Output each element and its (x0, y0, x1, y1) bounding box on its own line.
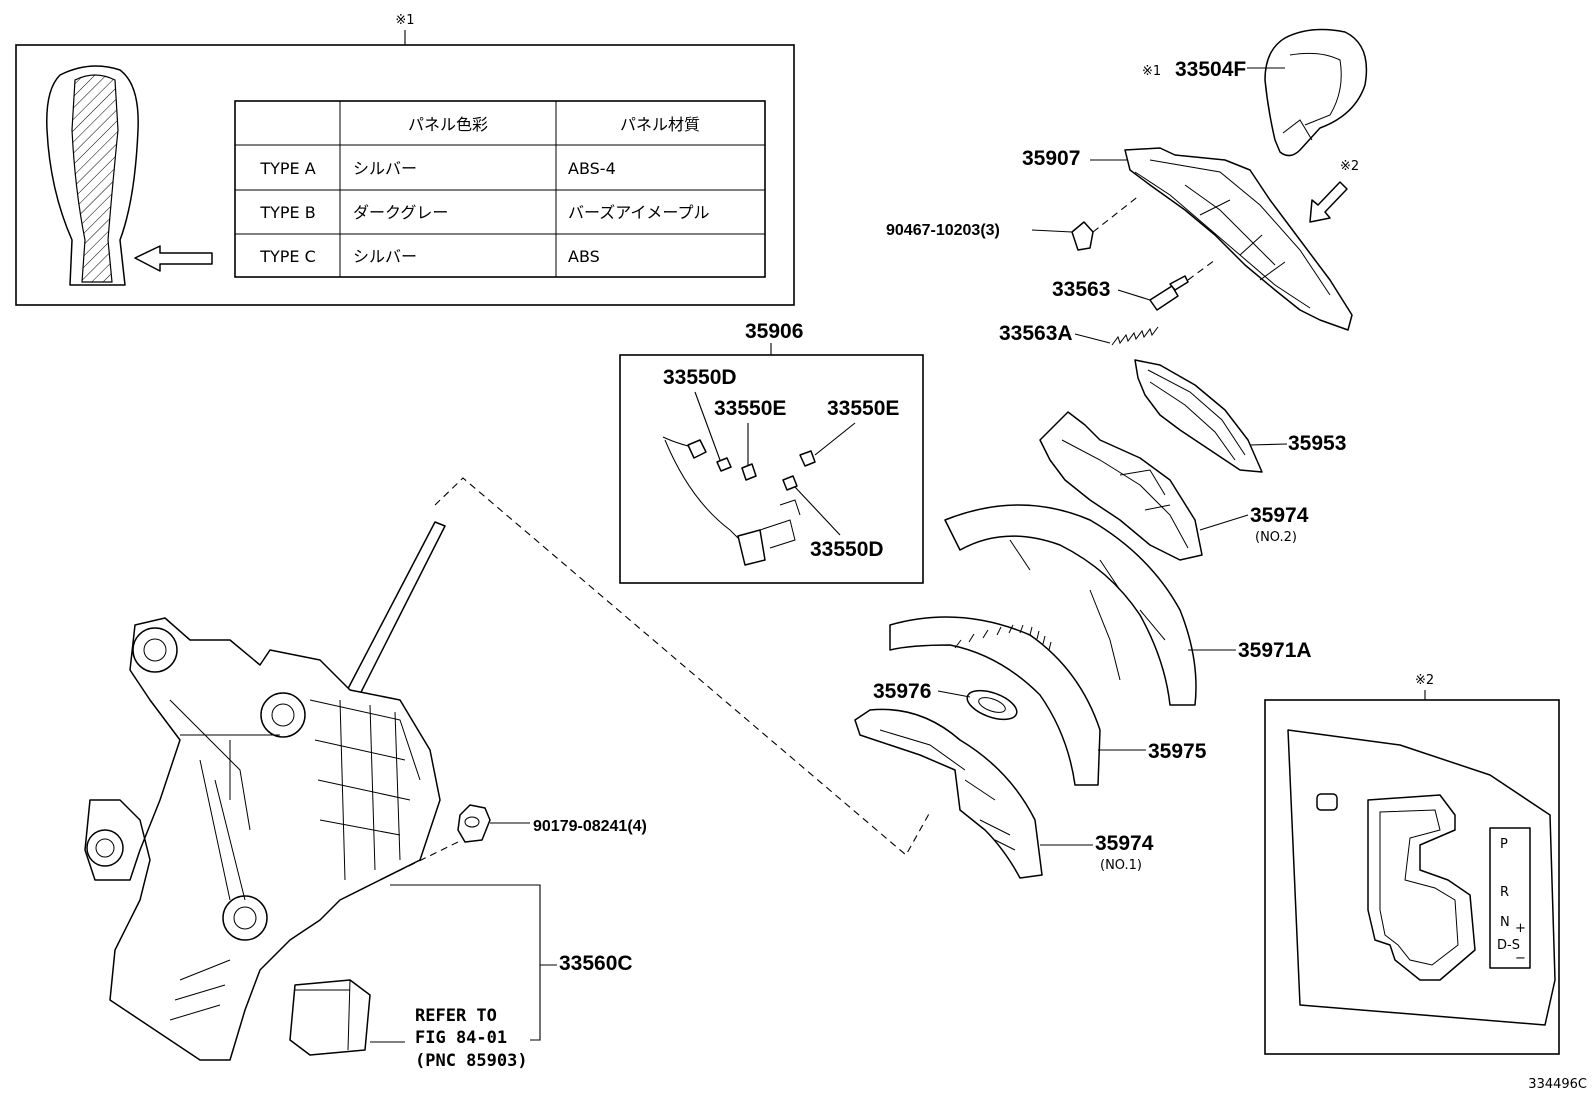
part-35953[interactable]: 35953 (1134, 359, 1346, 473)
label-33550D-a: 33550D (663, 366, 737, 389)
part-35971A[interactable]: 35971A (944, 504, 1312, 706)
inset-gate-panel: ※2 P R N D-S + − (1264, 673, 1560, 1055)
part-33550E-a[interactable]: 33550E (714, 397, 786, 481)
table-cell-color: シルバー (353, 159, 417, 178)
table-cell-material: バーズアイメープル (568, 203, 709, 222)
gate-p: P (1500, 837, 1508, 852)
inset-35906: 35906 33550D 33550E 33550E 33550D (619, 320, 924, 584)
assembly-guide-line (434, 477, 931, 856)
gate-ds: D-S (1497, 938, 1520, 953)
label-35906: 35906 (745, 320, 803, 343)
inset-box-2 (1264, 699, 1560, 1055)
inset-note-1: ※1 (395, 13, 414, 28)
label-35953: 35953 (1288, 432, 1346, 455)
label-33563: 33563 (1052, 278, 1110, 301)
label-35974-no2: 35974 (1250, 504, 1309, 527)
table-header-material: パネル材質 (620, 115, 700, 134)
refer-line-1: REFER TO (415, 1006, 497, 1026)
table-cell-color: シルバー (353, 247, 417, 266)
label-90179: 90179-08241(4) (533, 818, 647, 835)
table-header-color: パネル色彩 (408, 115, 488, 134)
part-35907[interactable]: 35907 (1022, 147, 1353, 331)
label-35975: 35975 (1148, 740, 1207, 763)
arrow-note: ※2 (1340, 159, 1359, 174)
part-33504F[interactable]: ※1 33504F (1142, 28, 1368, 157)
label-33550D-b: 33550D (810, 538, 884, 561)
inset-box-35906 (619, 354, 924, 584)
part-35975[interactable]: 35975 (889, 616, 1207, 786)
table-cell-type: TYPE C (259, 247, 316, 266)
inset-box-1 (15, 44, 795, 306)
label-33550E-b: 33550E (827, 397, 899, 420)
knob-note: ※1 (1142, 64, 1161, 79)
panel-button[interactable] (1316, 793, 1338, 811)
inset-note-2: ※2 (1415, 673, 1434, 688)
gate-plus: + (1515, 921, 1526, 936)
refer-line-3: (PNC 85903) (415, 1051, 528, 1071)
part-35976[interactable]: 35976 (873, 680, 1021, 725)
part-90467-10203[interactable]: 90467-10203(3) (886, 194, 1141, 251)
label-90467: 90467-10203(3) (886, 222, 1000, 239)
part-33563[interactable]: 33563 (1052, 259, 1216, 311)
table-cell-type: TYPE B (259, 203, 315, 222)
shift-lock-module[interactable] (289, 979, 405, 1056)
arrow-left-icon (134, 245, 213, 272)
shift-gate (1367, 794, 1476, 981)
view-arrow-icon (1309, 181, 1348, 223)
part-33550D-a[interactable]: 33550D (663, 366, 737, 472)
refer-line-2: FIG 84-01 (415, 1028, 507, 1048)
label-35974-no1: 35974 (1095, 832, 1154, 855)
part-90179-08241[interactable]: 90179-08241(4) (379, 804, 647, 881)
gate-r: R (1500, 885, 1509, 900)
table-cell-material: ABS (568, 247, 600, 266)
part-33550E-b[interactable]: 33550E (799, 397, 899, 467)
knob-panel-illustration (46, 65, 139, 286)
table-cell-color: ダークグレー (353, 203, 448, 222)
part-33560C[interactable]: 33560C (84, 521, 633, 1061)
label-35971A: 35971A (1238, 639, 1312, 662)
panel-type-table: パネル色彩 パネル材質 TYPE A シルバー ABS-4 TYPE B ダーク… (234, 100, 766, 278)
gate-minus: − (1515, 951, 1526, 966)
label-33504F: 33504F (1175, 58, 1246, 81)
part-35974-no1[interactable]: 35974 (NO.1) (854, 708, 1154, 879)
position-indicator (1489, 827, 1531, 969)
label-33563A: 33563A (999, 322, 1073, 345)
wire-harness[interactable] (662, 436, 801, 566)
label-33550E-a: 33550E (714, 397, 786, 420)
diagram-id: 334496C (1528, 1077, 1587, 1092)
label-33560C: 33560C (559, 952, 633, 975)
gate-n: N (1500, 915, 1510, 930)
table-cell-material: ABS-4 (568, 159, 616, 178)
table-cell-type: TYPE A (259, 159, 315, 178)
label-35907: 35907 (1022, 147, 1080, 170)
part-35974-no2[interactable]: 35974 (NO.2) (1039, 411, 1309, 561)
part-33550D-b[interactable]: 33550D (782, 475, 884, 561)
label-35976: 35976 (873, 680, 931, 703)
part-33563A[interactable]: 33563A (999, 322, 1159, 346)
label-35974-no2-sub: (NO.2) (1255, 530, 1297, 545)
label-35974-no1-sub: (NO.1) (1100, 858, 1142, 873)
inset-knob-types: ※1 パネル色彩 パネル材質 TYPE A シルバー ABS-4 TYPE B … (15, 13, 795, 306)
